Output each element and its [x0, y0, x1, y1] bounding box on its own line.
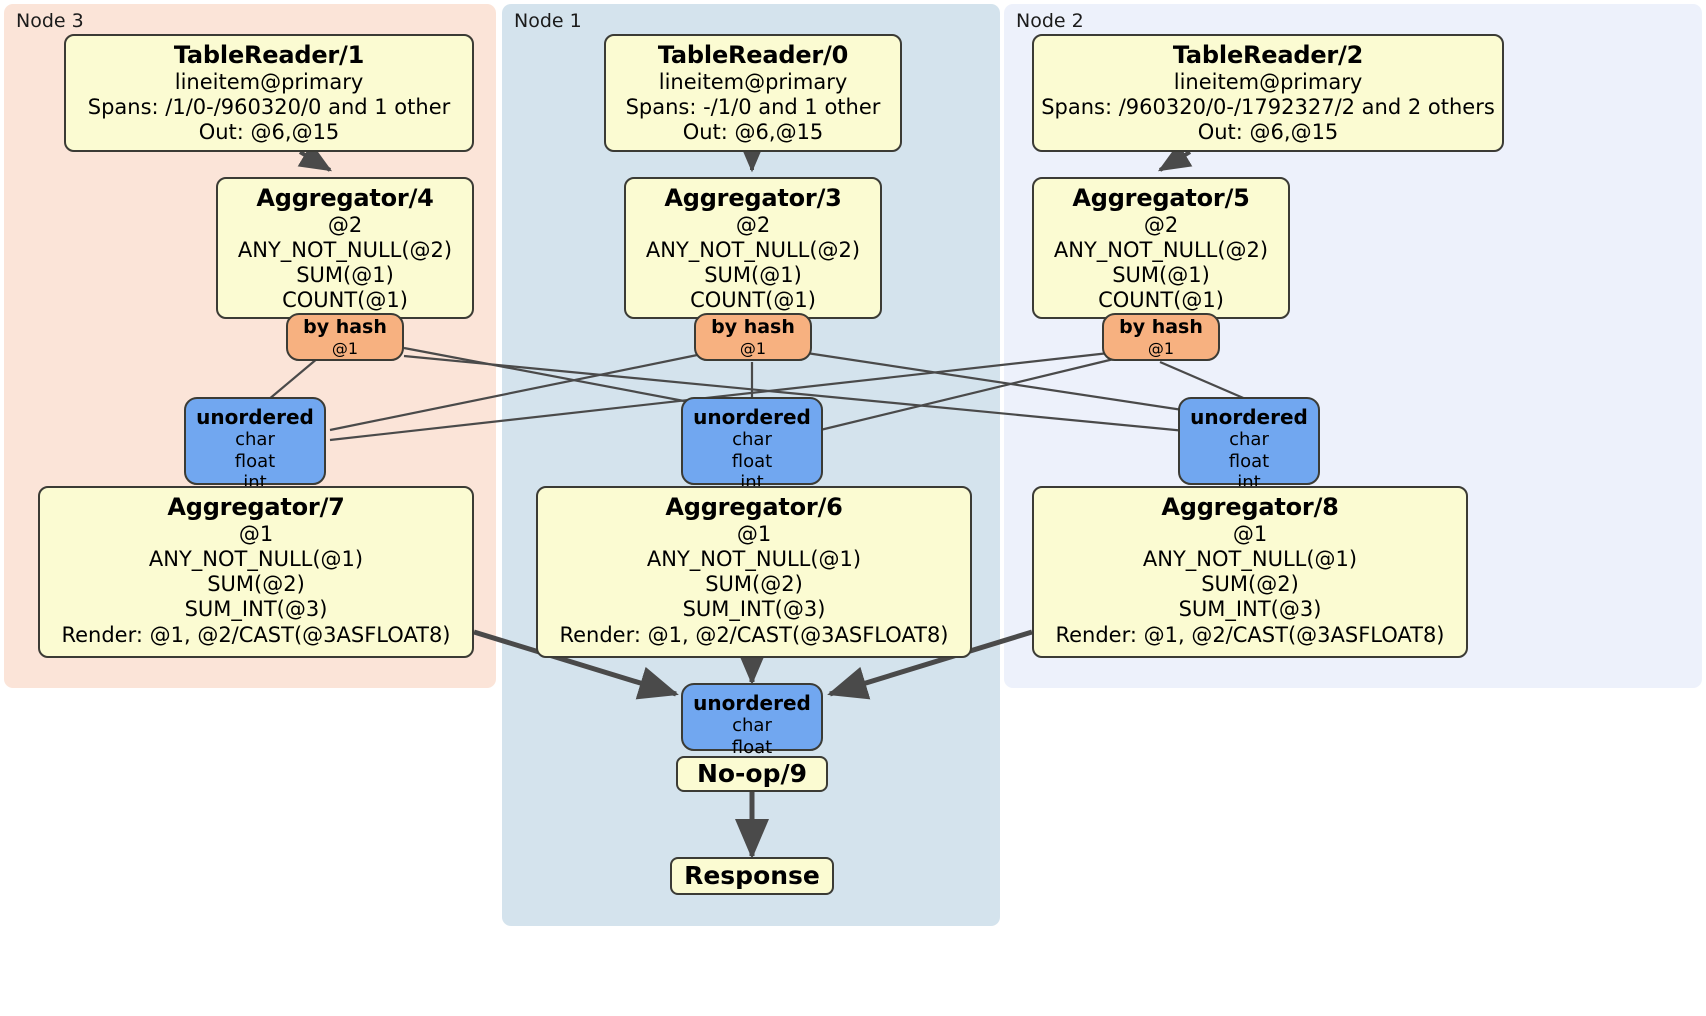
- processor-group: @2: [1143, 212, 1179, 237]
- processor-agg: COUNT(@1): [690, 288, 816, 313]
- synchronizer-unordered-node2[interactable]: unordered char float int: [1178, 397, 1320, 493]
- router-by-hash-node1[interactable]: by hash @1: [694, 313, 812, 361]
- synchronizer-type: float: [1228, 450, 1270, 472]
- processor-noop-9[interactable]: No-op/9: [676, 756, 828, 792]
- processor-title: TableReader/1: [173, 41, 365, 69]
- processor-agg: SUM(@1): [1112, 263, 1210, 288]
- processor-aggregator-7[interactable]: Aggregator/7 @1 ANY_NOT_NULL(@1) SUM(@2)…: [38, 486, 474, 658]
- processor-aggregator-6[interactable]: Aggregator/6 @1 ANY_NOT_NULL(@1) SUM(@2)…: [536, 486, 972, 658]
- processor-out: Out: @6,@15: [682, 120, 824, 145]
- router-by-hash-node2[interactable]: by hash @1: [1102, 313, 1220, 361]
- router-key: @1: [739, 338, 767, 358]
- processor-agg: SUM(@1): [704, 263, 802, 288]
- processor-group: @1: [736, 521, 772, 546]
- processor-table: lineitem@primary: [1173, 69, 1363, 94]
- processor-table: lineitem@primary: [174, 69, 364, 94]
- processor-render: Render: @1, @2/CAST(@3ASFLOAT8): [61, 622, 451, 647]
- processor-title: Aggregator/6: [665, 493, 843, 521]
- processor-spans: Spans: /960320/0-/1792327/2 and 2 others: [1041, 94, 1495, 119]
- processor-title: Aggregator/5: [1072, 184, 1250, 212]
- processor-render: Render: @1, @2/CAST(@3ASFLOAT8): [1055, 622, 1445, 647]
- processor-agg: ANY_NOT_NULL(@2): [237, 237, 453, 262]
- processor-agg: SUM(@2): [705, 572, 803, 597]
- processor-title: Aggregator/8: [1161, 493, 1339, 521]
- processor-tablereader-2[interactable]: TableReader/2 lineitem@primary Spans: /9…: [1032, 34, 1504, 152]
- processor-agg: SUM_INT(@3): [184, 597, 328, 622]
- synchronizer-type: float: [234, 450, 276, 472]
- processor-agg: ANY_NOT_NULL(@2): [645, 237, 861, 262]
- synchronizer-title: unordered: [1190, 405, 1308, 429]
- synchronizer-unordered-final[interactable]: unordered char float: [681, 683, 823, 758]
- synchronizer-title: unordered: [693, 405, 811, 429]
- processor-title: Aggregator/7: [167, 493, 345, 521]
- synchronizer-type: float: [731, 736, 773, 758]
- router-key: @1: [331, 338, 359, 358]
- processor-render: Render: @1, @2/CAST(@3ASFLOAT8): [559, 622, 949, 647]
- processor-agg: SUM(@2): [1201, 572, 1299, 597]
- node-panel-label-node1: Node 1: [514, 10, 582, 32]
- processor-spans: Spans: -/1/0 and 1 other: [625, 94, 881, 119]
- processor-tablereader-1[interactable]: TableReader/1 lineitem@primary Spans: /1…: [64, 34, 474, 152]
- processor-agg: SUM_INT(@3): [1178, 597, 1322, 622]
- processor-aggregator-5[interactable]: Aggregator/5 @2 ANY_NOT_NULL(@2) SUM(@1)…: [1032, 177, 1290, 319]
- processor-agg: SUM(@2): [207, 572, 305, 597]
- processor-tablereader-0[interactable]: TableReader/0 lineitem@primary Spans: -/…: [604, 34, 902, 152]
- response-title: Response: [684, 861, 820, 890]
- router-title: by hash: [1119, 316, 1203, 338]
- processor-agg: ANY_NOT_NULL(@1): [148, 546, 364, 571]
- processor-agg: SUM_INT(@3): [682, 597, 826, 622]
- processor-title: TableReader/0: [657, 41, 849, 69]
- processor-agg: COUNT(@1): [1098, 288, 1224, 313]
- router-title: by hash: [711, 316, 795, 338]
- synchronizer-type: char: [235, 429, 275, 450]
- synchronizer-unordered-node3[interactable]: unordered char float int: [184, 397, 326, 493]
- synchronizer-title: unordered: [693, 691, 811, 715]
- processor-group: @2: [327, 212, 363, 237]
- synchronizer-type: float: [731, 450, 773, 472]
- node-panel-label-node3: Node 3: [16, 10, 84, 32]
- processor-out: Out: @6,@15: [1197, 120, 1339, 145]
- processor-aggregator-4[interactable]: Aggregator/4 @2 ANY_NOT_NULL(@2) SUM(@1)…: [216, 177, 474, 319]
- processor-aggregator-3[interactable]: Aggregator/3 @2 ANY_NOT_NULL(@2) SUM(@1)…: [624, 177, 882, 319]
- synchronizer-unordered-node1[interactable]: unordered char float int: [681, 397, 823, 493]
- synchronizer-title: unordered: [196, 405, 314, 429]
- node-panel-label-node2: Node 2: [1016, 10, 1084, 32]
- processor-aggregator-8[interactable]: Aggregator/8 @1 ANY_NOT_NULL(@1) SUM(@2)…: [1032, 486, 1468, 658]
- processor-table: lineitem@primary: [658, 69, 848, 94]
- processor-title: No-op/9: [696, 759, 808, 788]
- processor-agg: ANY_NOT_NULL(@1): [1142, 546, 1358, 571]
- processor-title: Aggregator/4: [256, 184, 434, 212]
- processor-agg: ANY_NOT_NULL(@1): [646, 546, 862, 571]
- synchronizer-type: char: [732, 715, 772, 736]
- processor-group: @1: [1232, 521, 1268, 546]
- processor-title: Aggregator/3: [664, 184, 842, 212]
- synchronizer-type: char: [732, 429, 772, 450]
- processor-group: @2: [735, 212, 771, 237]
- processor-title: TableReader/2: [1172, 41, 1364, 69]
- processor-spans: Spans: /1/0-/960320/0 and 1 other: [87, 94, 451, 119]
- processor-agg: ANY_NOT_NULL(@2): [1053, 237, 1269, 262]
- processor-group: @1: [238, 521, 274, 546]
- processor-agg: COUNT(@1): [282, 288, 408, 313]
- synchronizer-type: char: [1229, 429, 1269, 450]
- router-by-hash-node3[interactable]: by hash @1: [286, 313, 404, 361]
- router-key: @1: [1147, 338, 1175, 358]
- router-title: by hash: [303, 316, 387, 338]
- processor-out: Out: @6,@15: [198, 120, 340, 145]
- processor-agg: SUM(@1): [296, 263, 394, 288]
- node-response[interactable]: Response: [670, 857, 834, 895]
